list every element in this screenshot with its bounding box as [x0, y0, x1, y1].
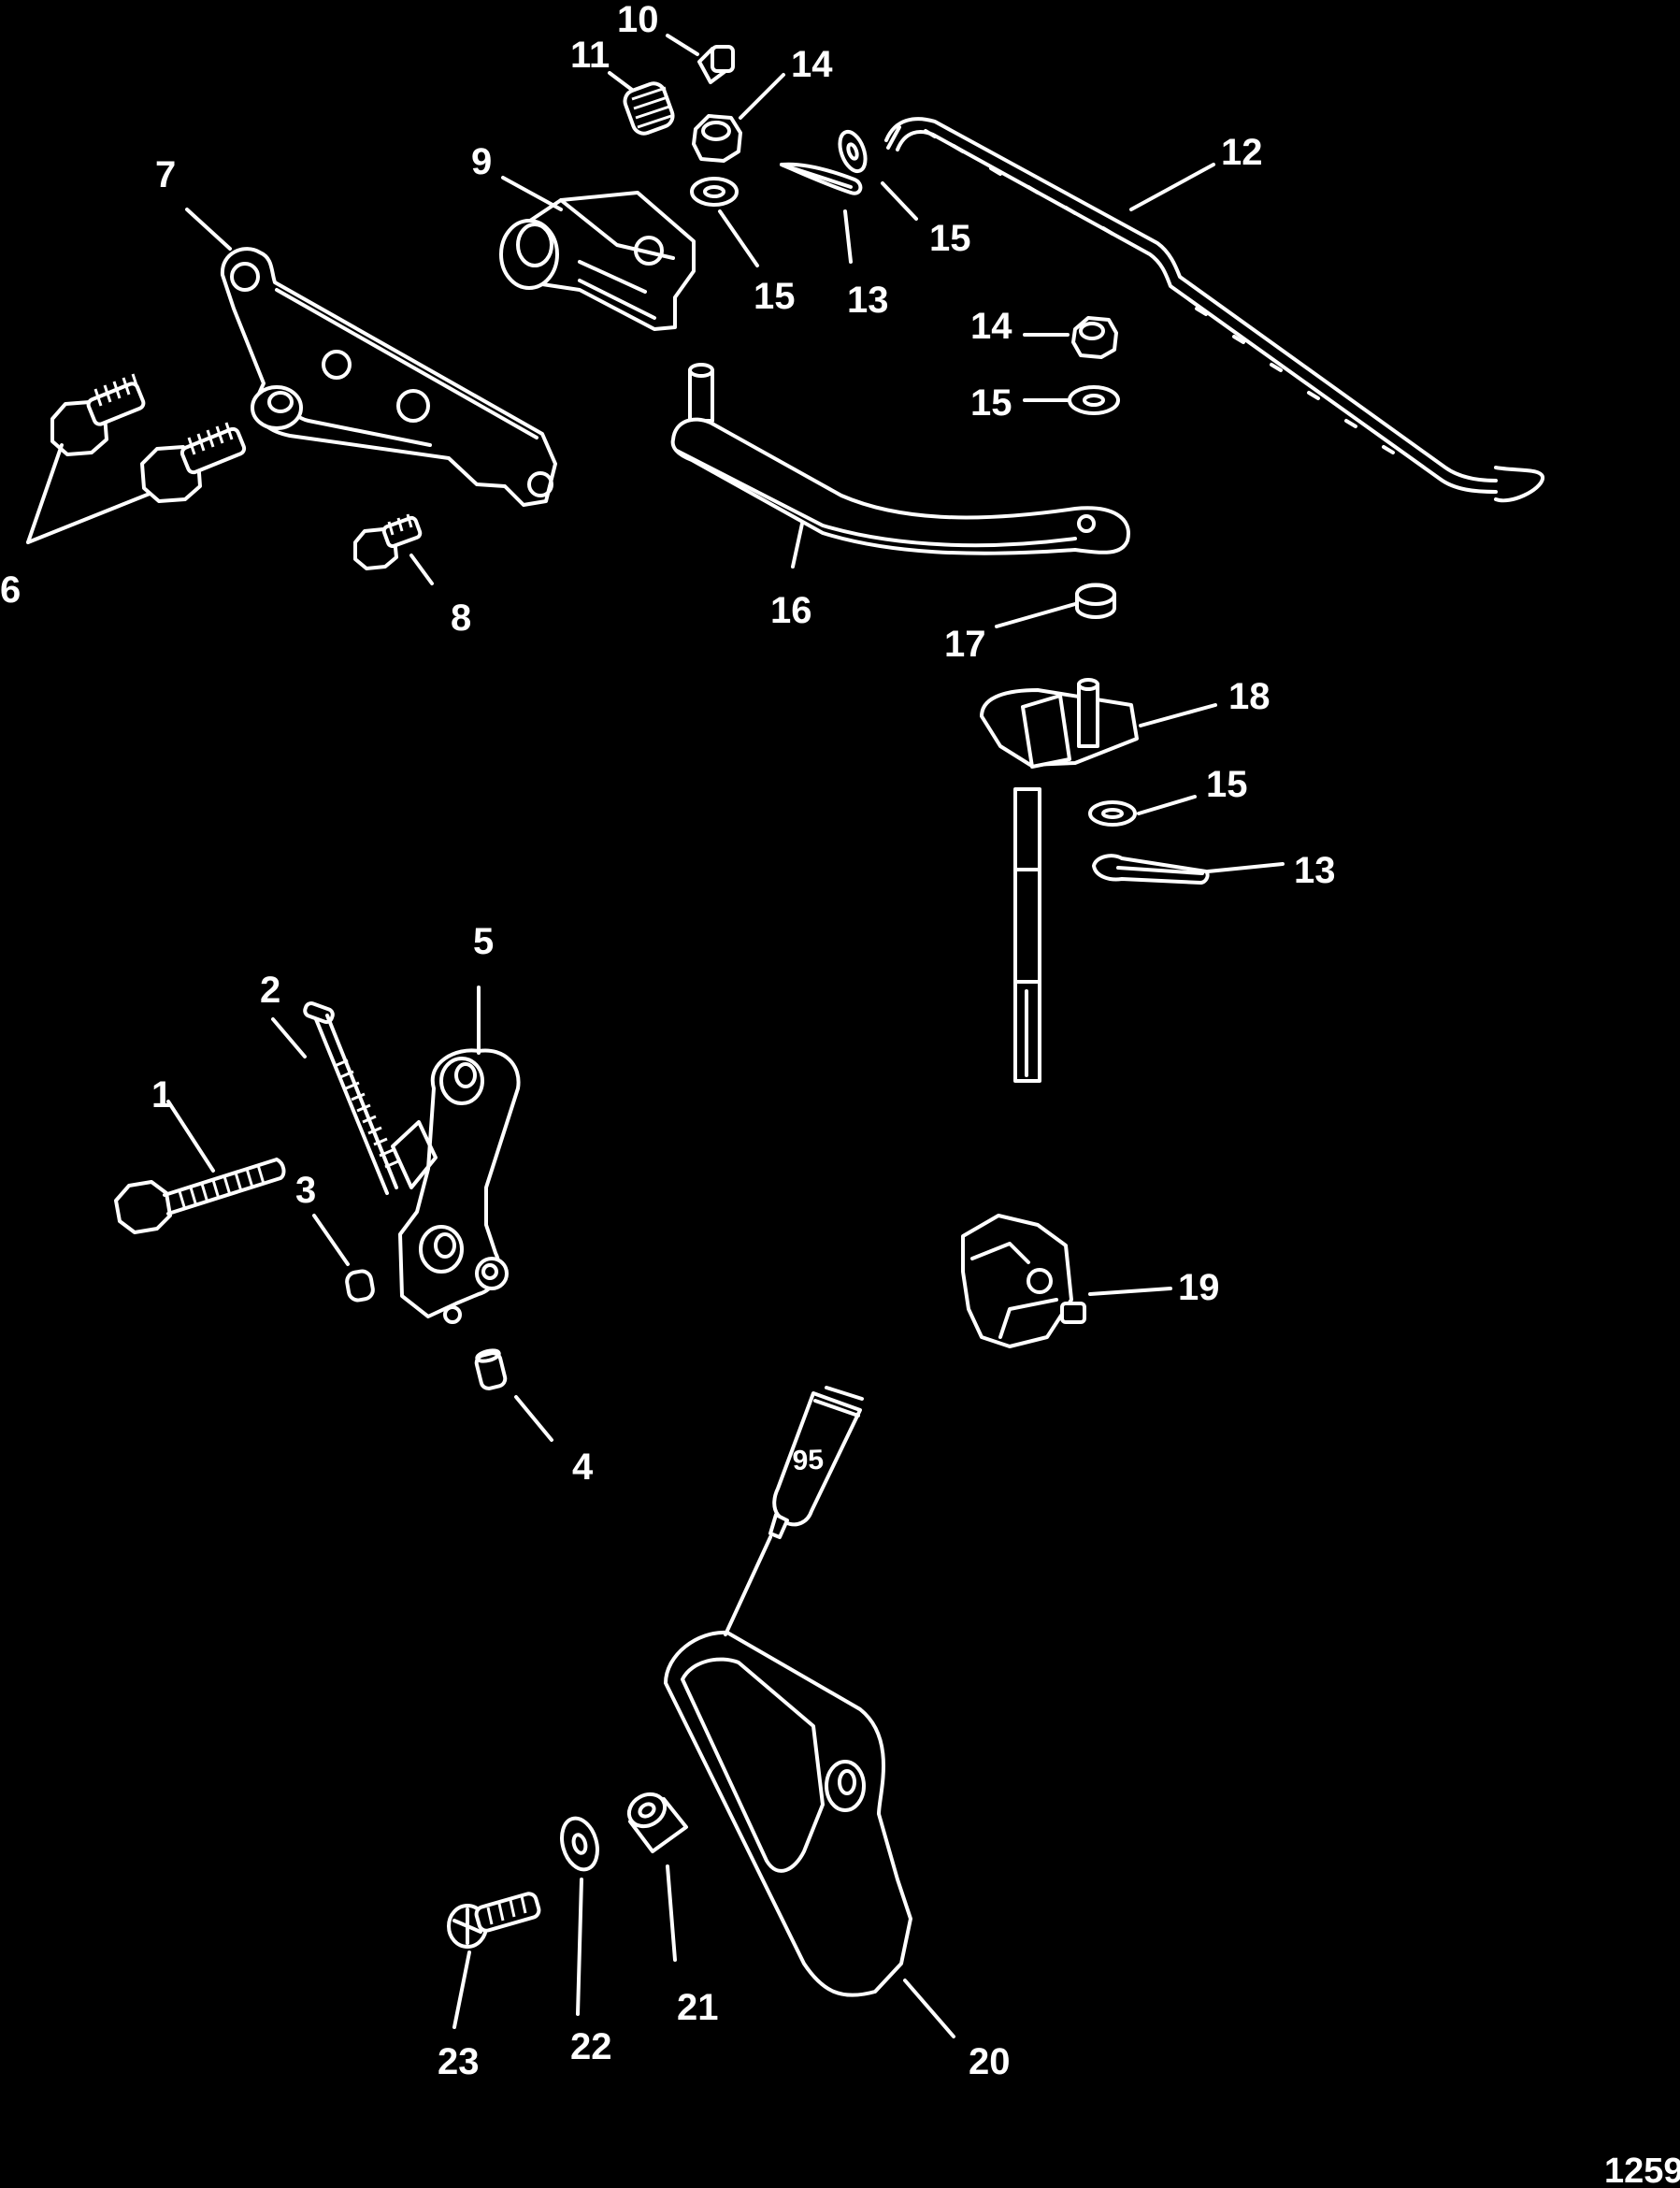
sealant-tube [768, 1386, 864, 1539]
part-20-cover [664, 1630, 912, 1997]
callout-17: 17 [944, 624, 986, 665]
callout-13: 13 [847, 280, 889, 321]
part-2-long-screw [303, 1000, 399, 1195]
callout-6: 6 [0, 569, 21, 611]
callout-14: 14 [970, 306, 1012, 347]
part-6-bolt-lower [140, 422, 247, 503]
figure-number: 1259 [1604, 2152, 1680, 2188]
callout-14: 14 [791, 44, 833, 85]
callout-13: 13 [1294, 850, 1336, 891]
part-6-bolt-upper [50, 373, 146, 456]
callout-9: 9 [471, 141, 492, 182]
callout-4: 4 [572, 1447, 594, 1488]
part-13-cotter-pin-right [1092, 854, 1210, 885]
part-15-washer-lower-right [1088, 800, 1137, 827]
part-21-spacer [626, 1792, 688, 1853]
part-23-screw [447, 1892, 541, 1949]
callout-18: 18 [1228, 676, 1271, 717]
callout-labels: 10 11 14 9 7 15 13 15 12 14 15 6 8 16 17… [0, 0, 1336, 2082]
callout-19: 19 [1178, 1267, 1220, 1308]
part-7-bracket [220, 247, 557, 507]
part-10-screw [697, 45, 735, 84]
callout-22: 22 [570, 2026, 612, 2067]
callout-10: 10 [617, 0, 659, 40]
callout-8: 8 [451, 597, 471, 639]
part-8-small-bolt [353, 513, 423, 570]
part-22-washer [560, 1816, 599, 1872]
callout-15: 15 [754, 276, 796, 317]
sealant-tube-label: 95 [792, 1445, 825, 1476]
part-9-pivot-block [499, 191, 696, 331]
callout-2: 2 [260, 970, 280, 1011]
callout-20: 20 [969, 2041, 1011, 2082]
callout-23: 23 [438, 2041, 480, 2082]
callout-5: 5 [473, 921, 494, 962]
part-14-nut-top [692, 114, 742, 163]
callout-15: 15 [1206, 764, 1248, 805]
part-17-bushing [1075, 583, 1116, 619]
part-11-spring [623, 81, 675, 136]
callout-3: 3 [295, 1170, 316, 1211]
part-18-shift-shaft [980, 678, 1139, 1083]
part-4-bushing [474, 1348, 508, 1390]
callout-16: 16 [770, 590, 812, 631]
callout-12: 12 [1221, 132, 1263, 173]
part-15-washer-middle [1068, 385, 1120, 415]
part-15-washer-upper-left [690, 177, 739, 207]
part-5-throttle-lever [391, 1048, 521, 1324]
part-14-nut-middle [1071, 316, 1118, 359]
callout-1: 1 [151, 1074, 172, 1116]
part-3-bushing [345, 1269, 375, 1303]
leader-lines [26, 34, 1285, 2038]
part-15-washer-upper-right [838, 129, 868, 174]
callout-15: 15 [929, 218, 971, 259]
callout-15: 15 [970, 382, 1012, 424]
part-16-lever-arm [670, 363, 1130, 555]
callout-21: 21 [677, 1987, 719, 2028]
part-12-link-rod [884, 117, 1544, 503]
callout-11: 11 [570, 35, 610, 76]
part-19-switch [961, 1214, 1086, 1348]
part-1-bolt [114, 1158, 286, 1234]
part-13-cotter-pin-top [780, 162, 863, 195]
callout-7: 7 [155, 154, 176, 195]
